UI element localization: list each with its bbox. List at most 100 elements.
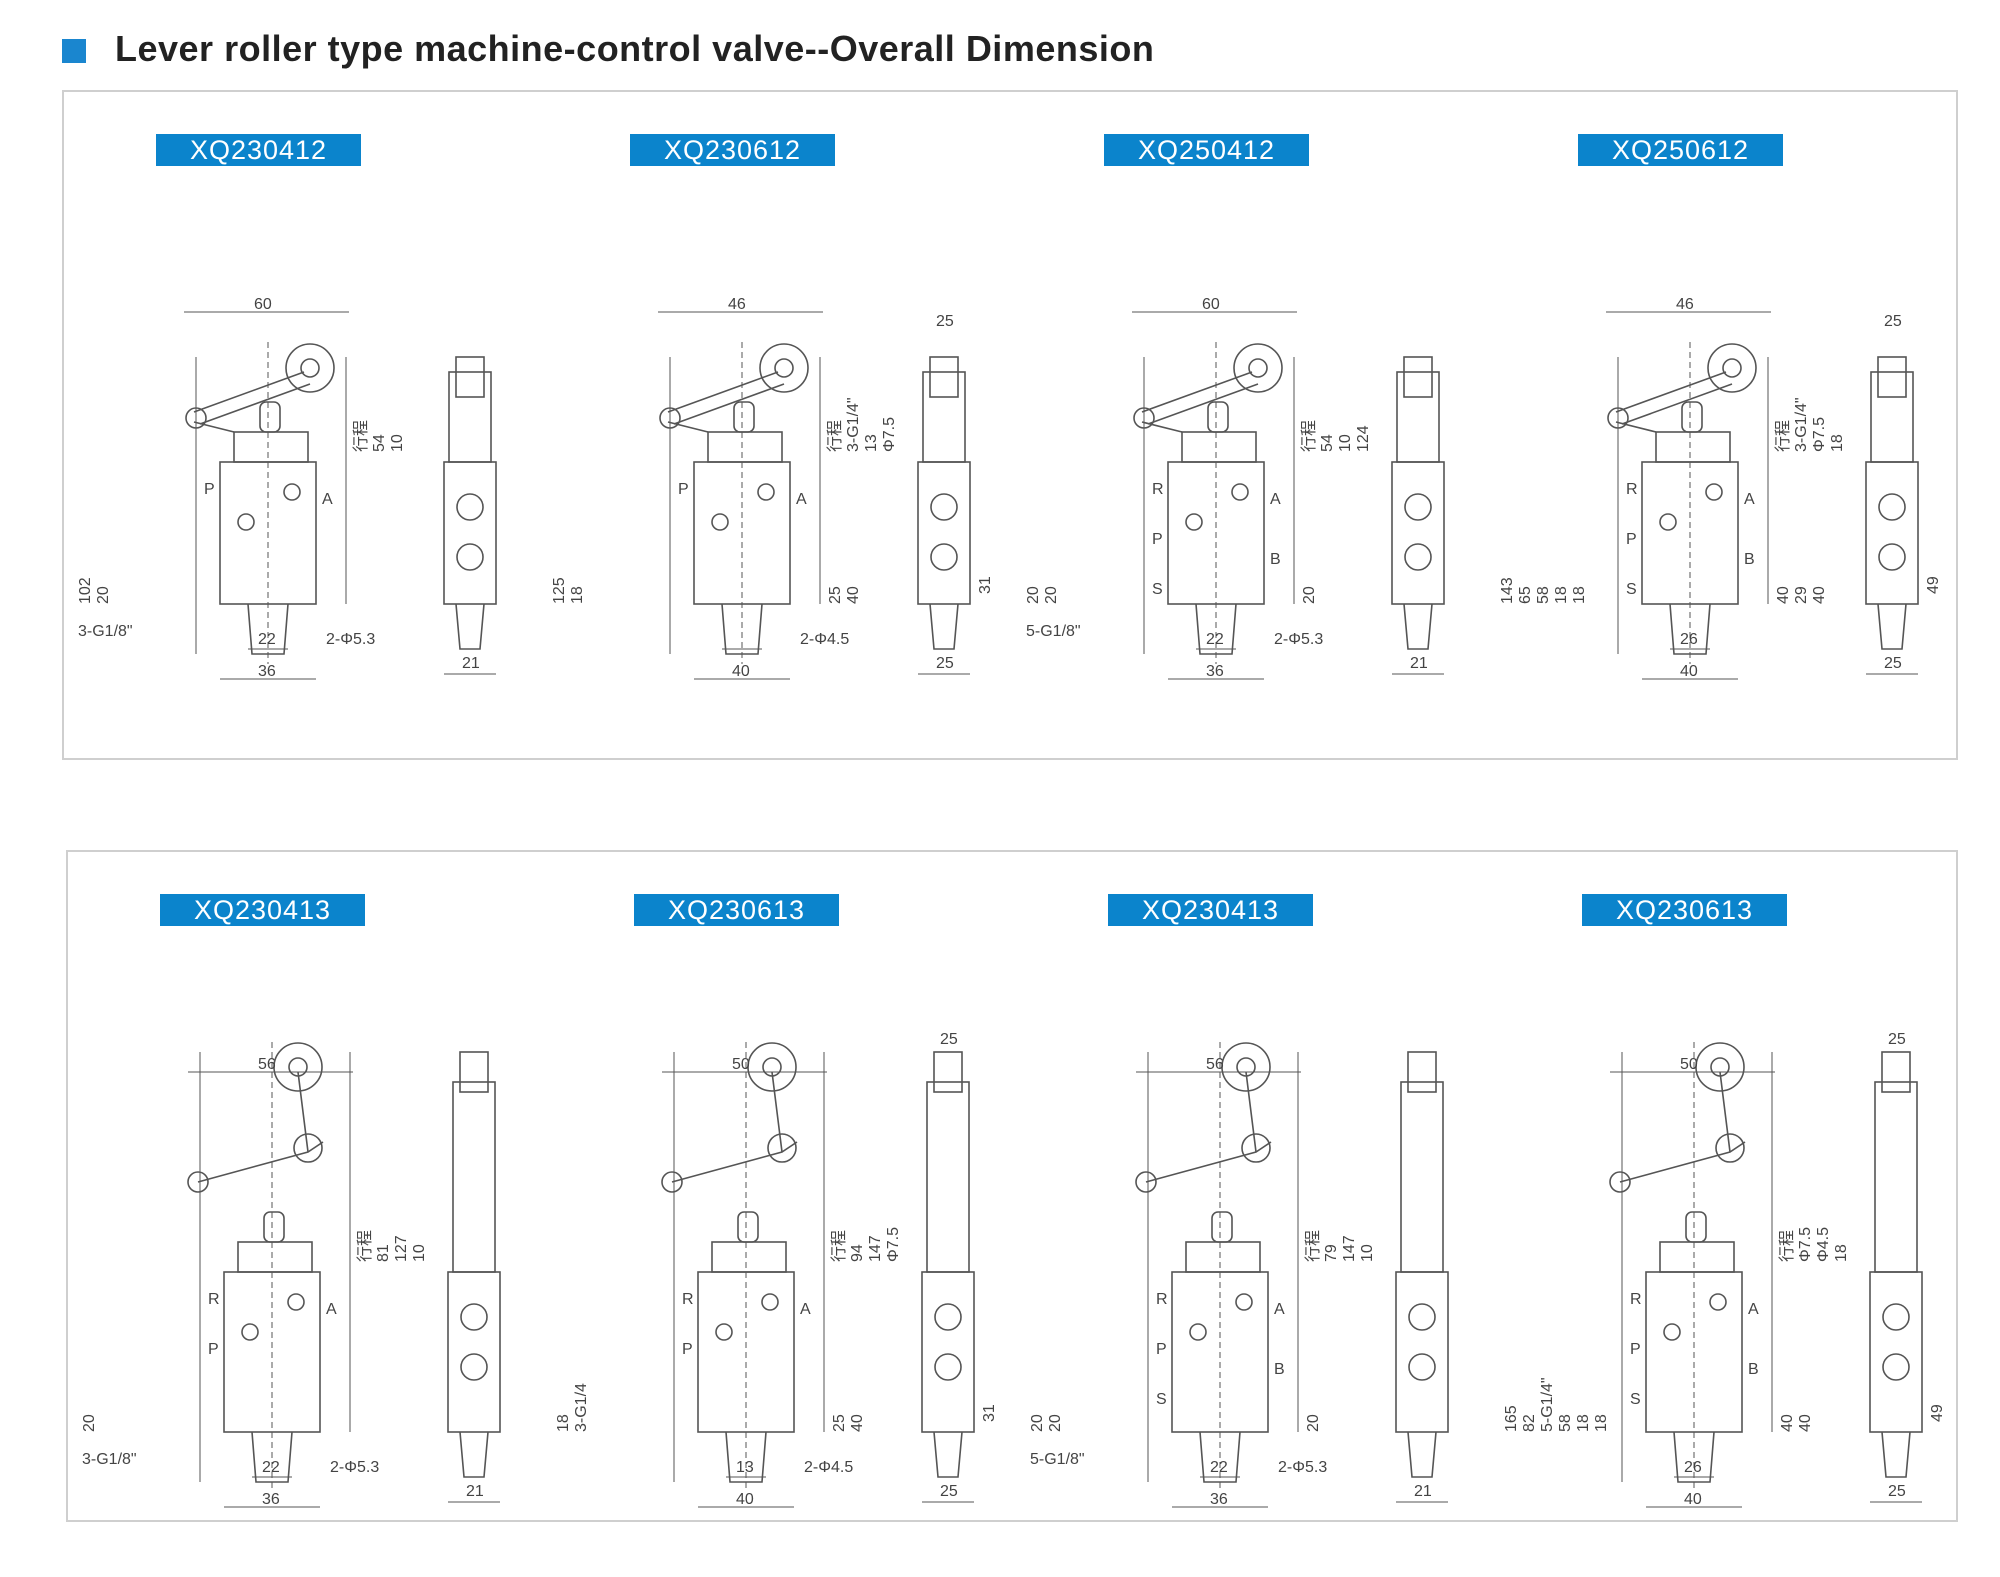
dimension-right: Φ7.5 (1797, 1226, 1814, 1262)
side-dimension-bottom: 21 (466, 1483, 484, 1500)
port-label: P (682, 1341, 693, 1358)
dimension-bottom: 22 (1206, 631, 1224, 648)
dimension-bottom: 36 (262, 1491, 280, 1508)
dimension-right: 147 (867, 1235, 884, 1262)
title-marker (62, 39, 86, 63)
dimension-bottom: 26 (1684, 1459, 1702, 1476)
port-label: A (796, 491, 807, 508)
dimension-right: 行程 (1775, 419, 1792, 452)
port-label: P (1152, 531, 1163, 548)
front-view (1607, 342, 1757, 664)
dimension-left: 20 (1047, 1414, 1064, 1432)
dimension-lines (1136, 1052, 1301, 1508)
dimension-left: 18 (555, 1414, 572, 1432)
dimension-top: 46 (1676, 296, 1694, 313)
technical-drawing (1132, 311, 1445, 680)
dimension-left: 143 (1499, 577, 1516, 604)
port-label: B (1748, 1361, 1759, 1378)
front-view (661, 1042, 798, 1492)
dimension-left: 3-G1/4 (573, 1383, 590, 1432)
side-dimension-top: 25 (1888, 1031, 1906, 1048)
dimension-left: 102 (77, 577, 94, 604)
front-view (185, 342, 335, 664)
page-title: Lever roller type machine-control valve-… (115, 28, 1155, 69)
side-dimension-right: 31 (977, 576, 994, 594)
port-label: R (208, 1291, 220, 1308)
dimension-right: 18 (1829, 434, 1846, 452)
side-view (1869, 1051, 1923, 1503)
dimension-bottom: 36 (1210, 1491, 1228, 1508)
dimension-bottom: 40 (1684, 1491, 1702, 1508)
front-view (659, 342, 809, 664)
dimension-left: 18 (1553, 586, 1570, 604)
port-label: R (1156, 1291, 1168, 1308)
dimension-bottom: 40 (736, 1491, 754, 1508)
dimension-right: Φ7.5 (885, 1226, 902, 1262)
dimension-bottom: 40 (1680, 663, 1698, 680)
model-label: XQ230413 (160, 894, 365, 926)
dimension-right: 54 (371, 434, 388, 452)
side-dimension-right: 31 (981, 1404, 998, 1422)
dimension-top: 46 (728, 296, 746, 313)
dimension-right: 行程 (1779, 1229, 1796, 1262)
dimension-top: 50 (1680, 1056, 1698, 1073)
callout-label: 3-G1/8" (78, 623, 133, 640)
port-label: A (1748, 1301, 1759, 1318)
technical-drawing (658, 311, 971, 680)
dimension-top: 56 (258, 1056, 276, 1073)
dimension-right: 3-G1/4" (845, 397, 862, 452)
dimension-right: 行程 (357, 1229, 374, 1262)
side-dimension-bottom: 21 (1410, 655, 1428, 672)
side-view (1865, 356, 1919, 675)
dimension-left: 20 (1025, 586, 1042, 604)
side-dimension-bottom: 25 (940, 1483, 958, 1500)
technical-drawing (184, 311, 497, 680)
callout-label: 2-Φ5.3 (330, 1459, 380, 1476)
port-label: S (1626, 581, 1637, 598)
dimension-right: 20 (1305, 1414, 1322, 1432)
callout-label: 2-Φ4.5 (804, 1459, 854, 1476)
dimension-left: 58 (1535, 586, 1552, 604)
dimension-right: 79 (1323, 1244, 1340, 1262)
side-dimension-top: 25 (1884, 313, 1902, 330)
dimension-right: 25 (827, 586, 844, 604)
port-label: B (1274, 1361, 1285, 1378)
front-view (1135, 1042, 1272, 1492)
dimension-right: 行程 (1305, 1229, 1322, 1262)
port-label: S (1630, 1391, 1641, 1408)
side-dimension-top: 25 (936, 313, 954, 330)
dimension-left: 18 (1575, 1414, 1592, 1432)
dimension-right: Φ7.5 (1811, 416, 1828, 452)
dimension-right: 10 (411, 1244, 428, 1262)
side-dimension-bottom: 21 (462, 655, 480, 672)
port-label: A (1744, 491, 1755, 508)
dimension-left: 125 (551, 577, 568, 604)
dimension-right: 3-G1/4" (1793, 397, 1810, 452)
dimension-right: 40 (1797, 1414, 1814, 1432)
dimension-right: 10 (1337, 434, 1354, 452)
port-label: R (1152, 481, 1164, 498)
technical-drawing (661, 1042, 975, 1508)
dimension-left: 165 (1503, 1405, 1520, 1432)
port-label: S (1152, 581, 1163, 598)
dimension-right: Φ4.5 (1815, 1226, 1832, 1262)
dimension-lines (662, 1052, 827, 1508)
dimension-left: 20 (1029, 1414, 1046, 1432)
side-view (1391, 356, 1445, 675)
model-label: XQ230413 (1108, 894, 1313, 926)
dimension-lines (1610, 1052, 1775, 1508)
dimension-right: 40 (1811, 586, 1828, 604)
dimension-right: 147 (1341, 1235, 1358, 1262)
model-label: XQ230613 (1582, 894, 1787, 926)
dimension-left: 5-G1/4" (1539, 1377, 1556, 1432)
model-label: XQ250612 (1578, 134, 1783, 166)
technical-drawing (1135, 1042, 1449, 1508)
dimension-right: 行程 (353, 419, 370, 452)
dimension-left: 58 (1557, 1414, 1574, 1432)
port-label: P (204, 481, 215, 498)
